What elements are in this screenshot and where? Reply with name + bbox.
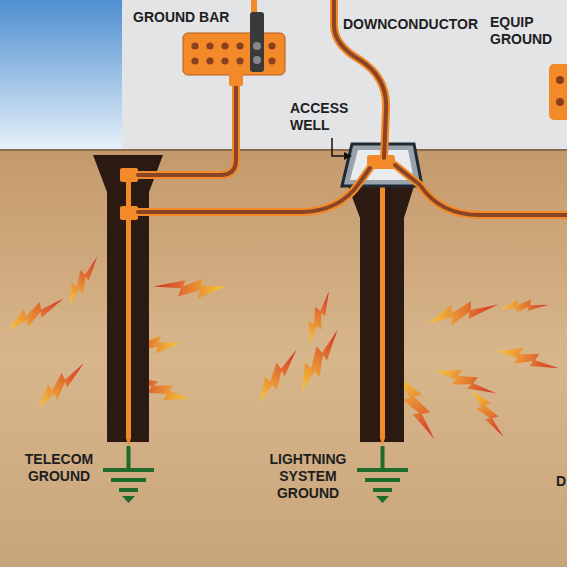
label: GROUND BAR xyxy=(133,9,253,26)
label: EQUIP GROUND xyxy=(490,14,562,48)
label: DOWNCONDUCTOR xyxy=(343,16,473,33)
lightning-ground-rod xyxy=(380,160,385,446)
label: D xyxy=(556,473,566,490)
equipment-ground-bar xyxy=(549,64,567,120)
ground-bar xyxy=(183,33,285,75)
label: LIGHTNING SYSTEM GROUND xyxy=(258,451,358,502)
ground-bar-lug xyxy=(250,12,264,72)
ground-wires xyxy=(138,0,567,215)
soil xyxy=(0,150,567,567)
current-dissipation xyxy=(3,252,562,443)
sky xyxy=(0,0,567,152)
label: TELECOM GROUND xyxy=(14,451,104,485)
label: ACCESS WELL xyxy=(290,100,350,134)
building-wall xyxy=(122,0,567,152)
earth-symbol xyxy=(103,446,408,490)
